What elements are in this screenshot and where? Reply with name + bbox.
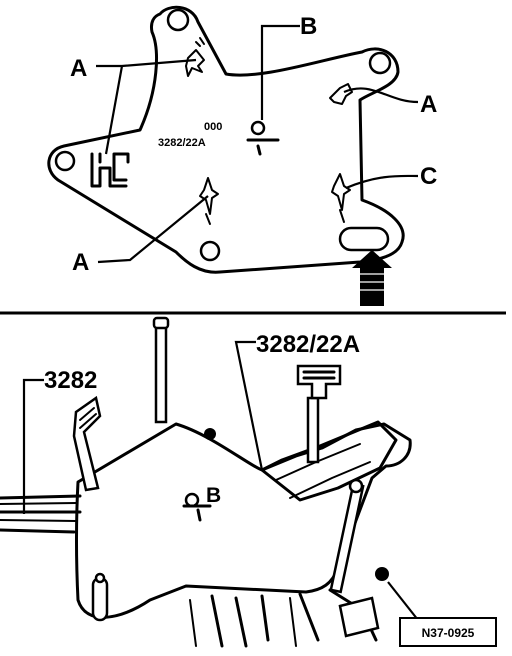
plate-hole-bottom [199,240,221,262]
pin-top [154,320,168,424]
leader-a-top-left [96,58,197,155]
sensor-block [338,596,380,638]
engine-part-lower [210,588,378,648]
callout-a-right: A [420,91,437,118]
mark-tick-top [195,37,205,47]
pin-right-handle-grip [302,370,336,380]
leader-figure-id [387,581,419,621]
bracket-mark [90,152,130,188]
pin-left-grip [79,407,97,429]
bottom-plate-outline [75,422,412,619]
figure-id-box: N37-0925 [399,617,497,647]
leader-b [260,24,300,120]
b-marking-ring [184,492,200,508]
bolt-mark-c [331,173,351,211]
plate-hole-left [54,150,76,172]
insertion-arrow [352,250,392,306]
leader-a-right [343,87,419,104]
leader-a-bottom-left [97,195,209,264]
bottom-view-assembly: B [0,316,412,648]
top-view-plate: 000 3282/22A [47,5,405,306]
leader-c [345,174,419,190]
tool-22a-bracket [260,420,398,502]
callout-3282: 3282 [44,367,97,394]
bottom-plate-hole [94,572,106,584]
b-symbol-pointer [246,138,280,156]
bolt-mark-top [185,49,205,77]
plate-hole-right [368,51,392,75]
callout-b-top: B [300,13,317,40]
leader-3282-22a [234,340,264,471]
tool-3282-rail-lines [0,502,77,522]
arrow-shading [360,273,384,291]
b-marking-pointer [182,504,212,522]
plate-marking-line1: 000 [204,121,222,133]
pin-lower-cap [348,478,364,494]
figure-id-label: N37-0925 [422,626,475,640]
callout-a-bottom-left: A [72,249,89,276]
pin-top-cap [152,316,170,330]
bolt-head-lower [375,567,389,581]
callout-a-top-left: A [70,55,87,82]
callout-3282-22a: 3282/22A [256,331,360,358]
plate-hole-top-left [166,8,190,32]
pin-lower [329,482,365,594]
b-symbol-ring [250,120,266,136]
plate-slot [338,226,390,252]
engine-part-shading [189,597,297,647]
top-view-callouts: A B A C A [70,13,437,276]
mark-tick-c [339,209,345,223]
callout-c-right: C [420,163,437,190]
pin-right [306,396,320,464]
bolt-mark-bottom-left [199,177,219,215]
bottom-view-callouts: 3282 3282/22A [22,331,419,621]
bottom-plate-slot [91,576,109,622]
mark-tick-bottom [205,213,211,225]
plate-marking-line2: 3282/22A [158,137,206,149]
leader-3282 [22,378,44,514]
bolt-head-top [204,428,216,440]
bottom-b-marking: B [206,484,221,507]
pin-right-handle [296,364,342,400]
bolt-mark-right [329,83,353,105]
tool-3282-rail [0,494,82,534]
pin-left [72,395,102,492]
